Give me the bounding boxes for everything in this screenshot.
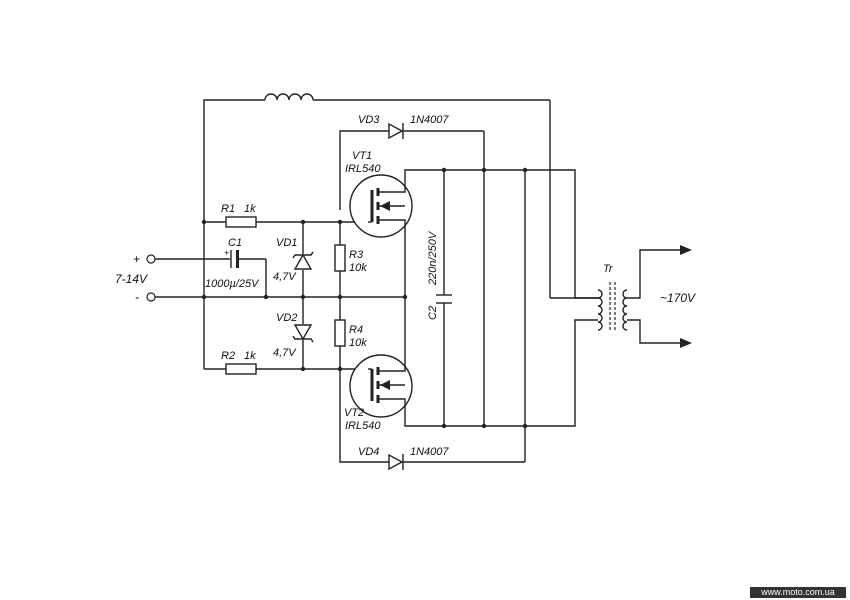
vt2-ref: VT2: [344, 407, 364, 419]
r2-value: 1k: [244, 350, 256, 362]
r4-ref: R4: [349, 324, 363, 336]
vd1-ref: VD1: [276, 237, 297, 249]
junction-dots: [201, 167, 528, 429]
r2-ref: R2: [221, 350, 235, 362]
vd2-ref: VD2: [276, 312, 297, 324]
tr-ref: Tr: [603, 263, 614, 275]
r4-resistor: R4 10k: [334, 319, 367, 349]
watermark: www.moto.com.ua: [750, 587, 846, 598]
inductor-symbol: [264, 93, 314, 101]
c1-value: 1000µ/25V: [205, 278, 260, 290]
r1-value: 1k: [244, 203, 256, 215]
input-terminals: + 7-14V -: [115, 252, 156, 304]
r1-ref: R1: [221, 203, 235, 215]
svg-text:+: +: [224, 248, 229, 258]
vt2-part: IRL540: [345, 420, 381, 432]
vd3-ref: VD3: [358, 114, 380, 126]
vt1-ref: VT1: [352, 150, 372, 162]
output-voltage-label: ~170V: [660, 291, 696, 305]
r3-resistor: R3 10k: [334, 244, 367, 274]
c2-value: 220n/250V: [427, 230, 439, 286]
c1-capacitor: + C1 1000µ/25V: [205, 237, 260, 290]
c1-ref: C1: [228, 237, 242, 249]
r3-ref: R3: [349, 249, 364, 261]
vd3-diode: VD3 1N4007: [358, 114, 449, 140]
vd2-zener: VD2 4,7V: [273, 312, 314, 359]
output-arrows: ~170V: [660, 245, 696, 348]
vd3-part: 1N4007: [410, 114, 449, 126]
vd2-value: 4,7V: [273, 347, 297, 359]
vt1-mosfet: VT1 IRL540: [345, 150, 413, 238]
r1-resistor: R1 1k: [221, 203, 257, 228]
input-plus-label: +: [133, 252, 140, 266]
r2-resistor: R2 1k: [221, 350, 257, 375]
vd4-ref: VD4: [358, 446, 379, 458]
vd1-value: 4,7V: [273, 271, 297, 283]
r4-value: 10k: [349, 337, 367, 349]
vt1-part: IRL540: [345, 163, 381, 175]
input-minus-label: -: [135, 290, 139, 304]
vd4-diode: VD4 1N4007: [358, 446, 449, 471]
input-voltage-label: 7-14V: [115, 272, 148, 286]
vd1-zener: VD1 4,7V: [273, 237, 314, 283]
transformer-tr: Tr: [597, 263, 628, 331]
r3-value: 10k: [349, 262, 367, 274]
vt2-mosfet: VT2 IRL540: [344, 354, 413, 432]
c2-ref: C2: [427, 306, 439, 320]
vd4-part: 1N4007: [410, 446, 449, 458]
c2-capacitor: C2 220n/250V: [427, 230, 452, 320]
